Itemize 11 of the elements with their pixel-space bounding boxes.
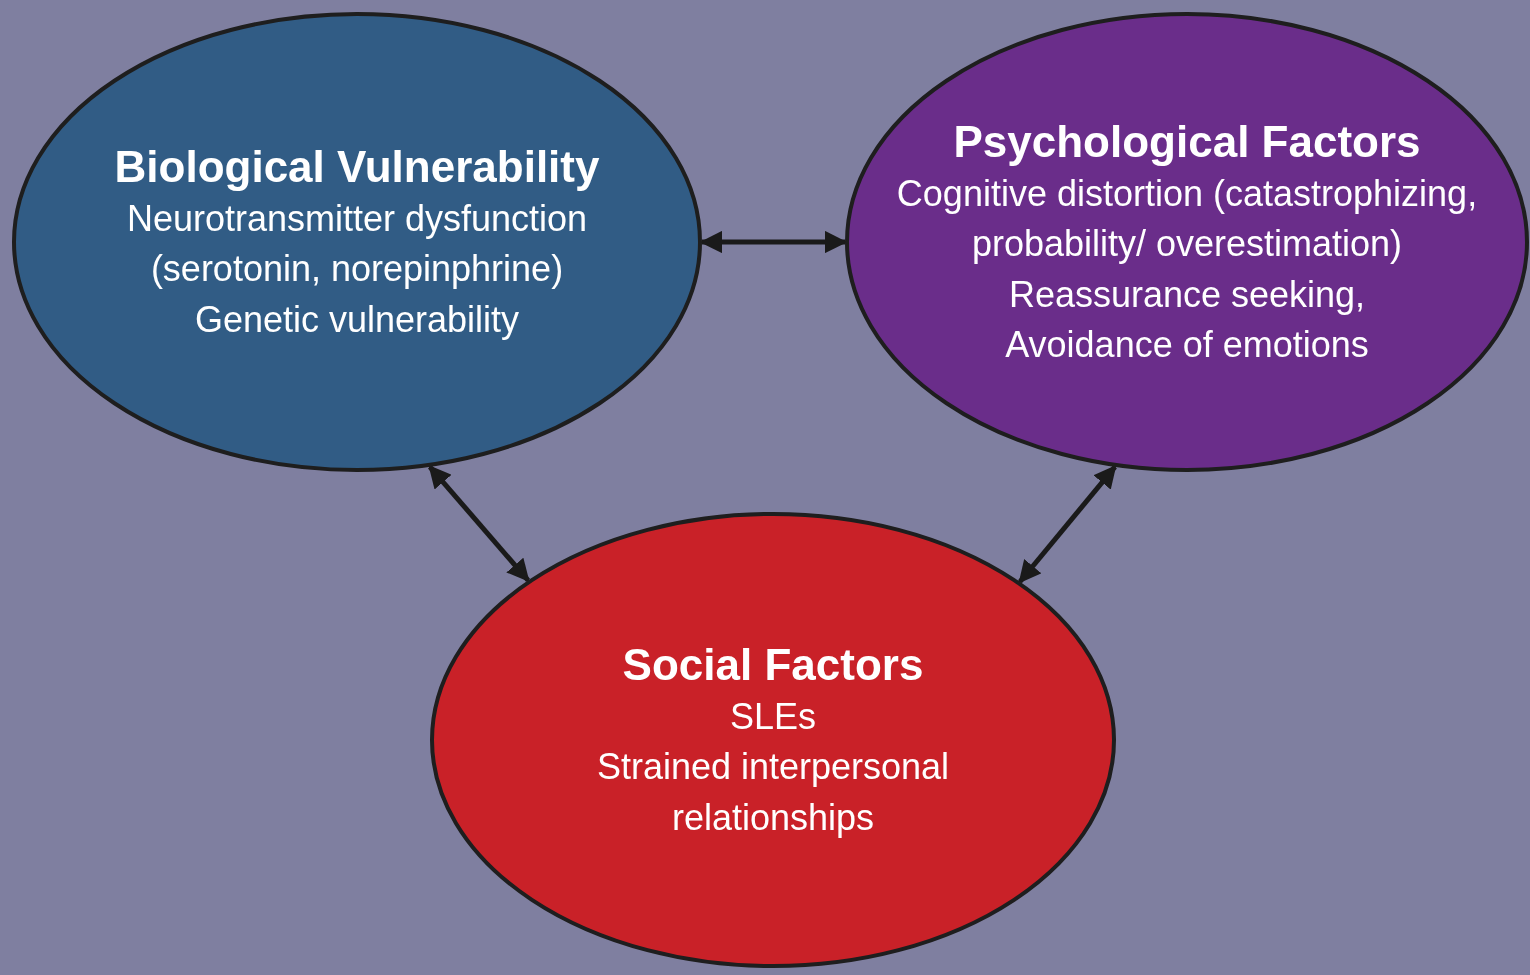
factor-heading: Psychological Factors: [953, 115, 1421, 168]
factor-text: Genetic vulnerability: [194, 297, 520, 342]
factor-text: Strained interpersonal relationships: [595, 745, 951, 840]
double-arrow: [1018, 465, 1117, 584]
factor-heading: Social Factors: [622, 638, 924, 691]
factor-text: Cognitive distortion (catastrophizing, probability/ overestimation): [895, 171, 1479, 267]
factor-heading: Biological Vulnerability: [114, 140, 600, 193]
factor-text: SLEs: [729, 694, 816, 739]
factor-text: Reassurance seeking, Avoidance of emotions: [1004, 272, 1370, 367]
factor-text: Neurotransmitter dysfunction (serotonin, norepinphrine): [125, 196, 589, 292]
double-arrow: [427, 465, 530, 583]
